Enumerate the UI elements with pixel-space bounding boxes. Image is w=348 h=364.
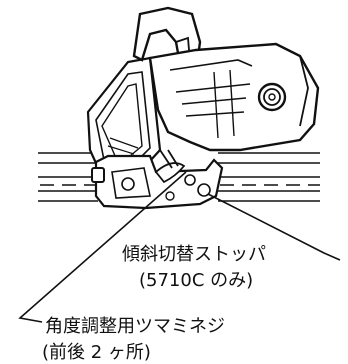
leader-lines [18,171,341,323]
tilt-stopper-note: (5710C のみ) [139,270,254,291]
motor-housing [148,42,320,152]
workpiece-board [38,152,320,202]
brush-cap [257,82,287,112]
tilt-stopper-label: 傾斜切替ストッパ [122,244,266,265]
angle-knob-label: 角度調整用ツマミネジ [45,316,225,337]
angle-knob-note: (前後 2 ヶ所) [42,342,151,363]
tilt-knob-icon [91,167,105,183]
base-plate [94,149,224,210]
